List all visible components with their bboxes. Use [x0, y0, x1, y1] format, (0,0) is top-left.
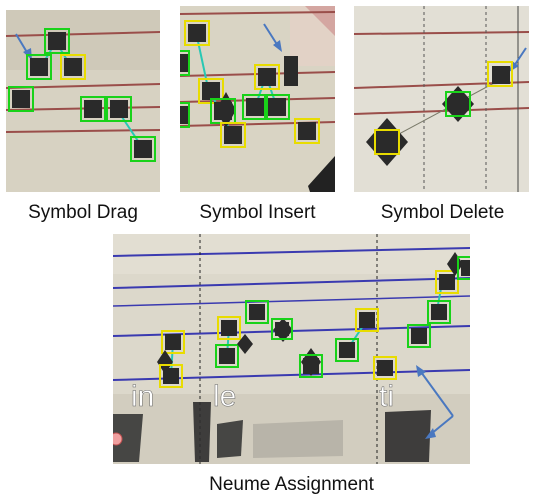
neume-icon[interactable]: [44, 28, 70, 54]
arrow-icon: [416, 365, 454, 439]
neume-icon[interactable]: [161, 330, 185, 354]
neume-icon[interactable]: [245, 300, 269, 324]
neume-icon[interactable]: [180, 102, 190, 128]
neume-icon[interactable]: [242, 94, 268, 120]
neume-icon[interactable]: [442, 86, 474, 122]
caption-symbol-insert: Symbol Insert: [199, 202, 316, 223]
neume-icon[interactable]: [457, 256, 470, 280]
neume-icon[interactable]: [335, 338, 359, 362]
neume-link: [383, 81, 497, 143]
symbol-insert-canvas: [180, 6, 335, 192]
neume-icon[interactable]: [184, 20, 210, 46]
symbol-insert-panel: [180, 6, 335, 192]
symbol-drag-canvas: [6, 10, 160, 192]
neume-icon[interactable]: [159, 364, 183, 388]
neume-icon[interactable]: [264, 94, 290, 120]
staff-line: [6, 31, 160, 37]
neume-icon[interactable]: [373, 356, 397, 380]
neume-icon[interactable]: [210, 98, 236, 124]
neume-icon[interactable]: [366, 118, 408, 166]
neume-icon[interactable]: [294, 118, 320, 144]
neume-icon[interactable]: [427, 300, 451, 324]
neume-assignment-canvas: in le ti: [113, 234, 470, 464]
symbol-delete-panel: [354, 6, 529, 192]
neume-icon[interactable]: [26, 54, 52, 80]
neume-icon[interactable]: [80, 96, 106, 122]
arrow-icon: [263, 23, 282, 52]
staff-line: [6, 106, 160, 111]
caption-symbol-drag: Symbol Drag: [28, 202, 138, 223]
neume-icon[interactable]: [217, 316, 241, 340]
neume-icon[interactable]: [254, 64, 280, 90]
neume-icon[interactable]: [435, 270, 459, 294]
caption-symbol-delete: Symbol Delete: [380, 202, 505, 223]
symbol-delete-canvas: [354, 6, 529, 192]
neume-icon[interactable]: [180, 50, 190, 76]
staff-line: [6, 129, 160, 133]
neume-icon[interactable]: [8, 86, 34, 112]
neume-icon[interactable]: [355, 308, 379, 332]
neume-icon: [284, 56, 298, 86]
neume-icon[interactable]: [487, 61, 513, 87]
caption-neume-assignment: Neume Assignment: [209, 474, 374, 495]
neume-icon[interactable]: [106, 96, 132, 122]
neume-icon[interactable]: [60, 54, 86, 80]
neume-icon[interactable]: [220, 122, 246, 148]
neume-icon[interactable]: [271, 318, 293, 340]
neume-icon[interactable]: [130, 136, 156, 162]
symbol-drag-panel: [6, 10, 160, 192]
syllable-label: le: [213, 380, 236, 413]
syllable-label: in: [131, 380, 154, 413]
syllable-label: ti: [379, 380, 394, 413]
neume-icon[interactable]: [299, 354, 323, 378]
neume-icon[interactable]: [215, 344, 239, 368]
neume-assignment-panel: in le ti: [113, 234, 470, 464]
neume-icon[interactable]: [407, 324, 431, 348]
